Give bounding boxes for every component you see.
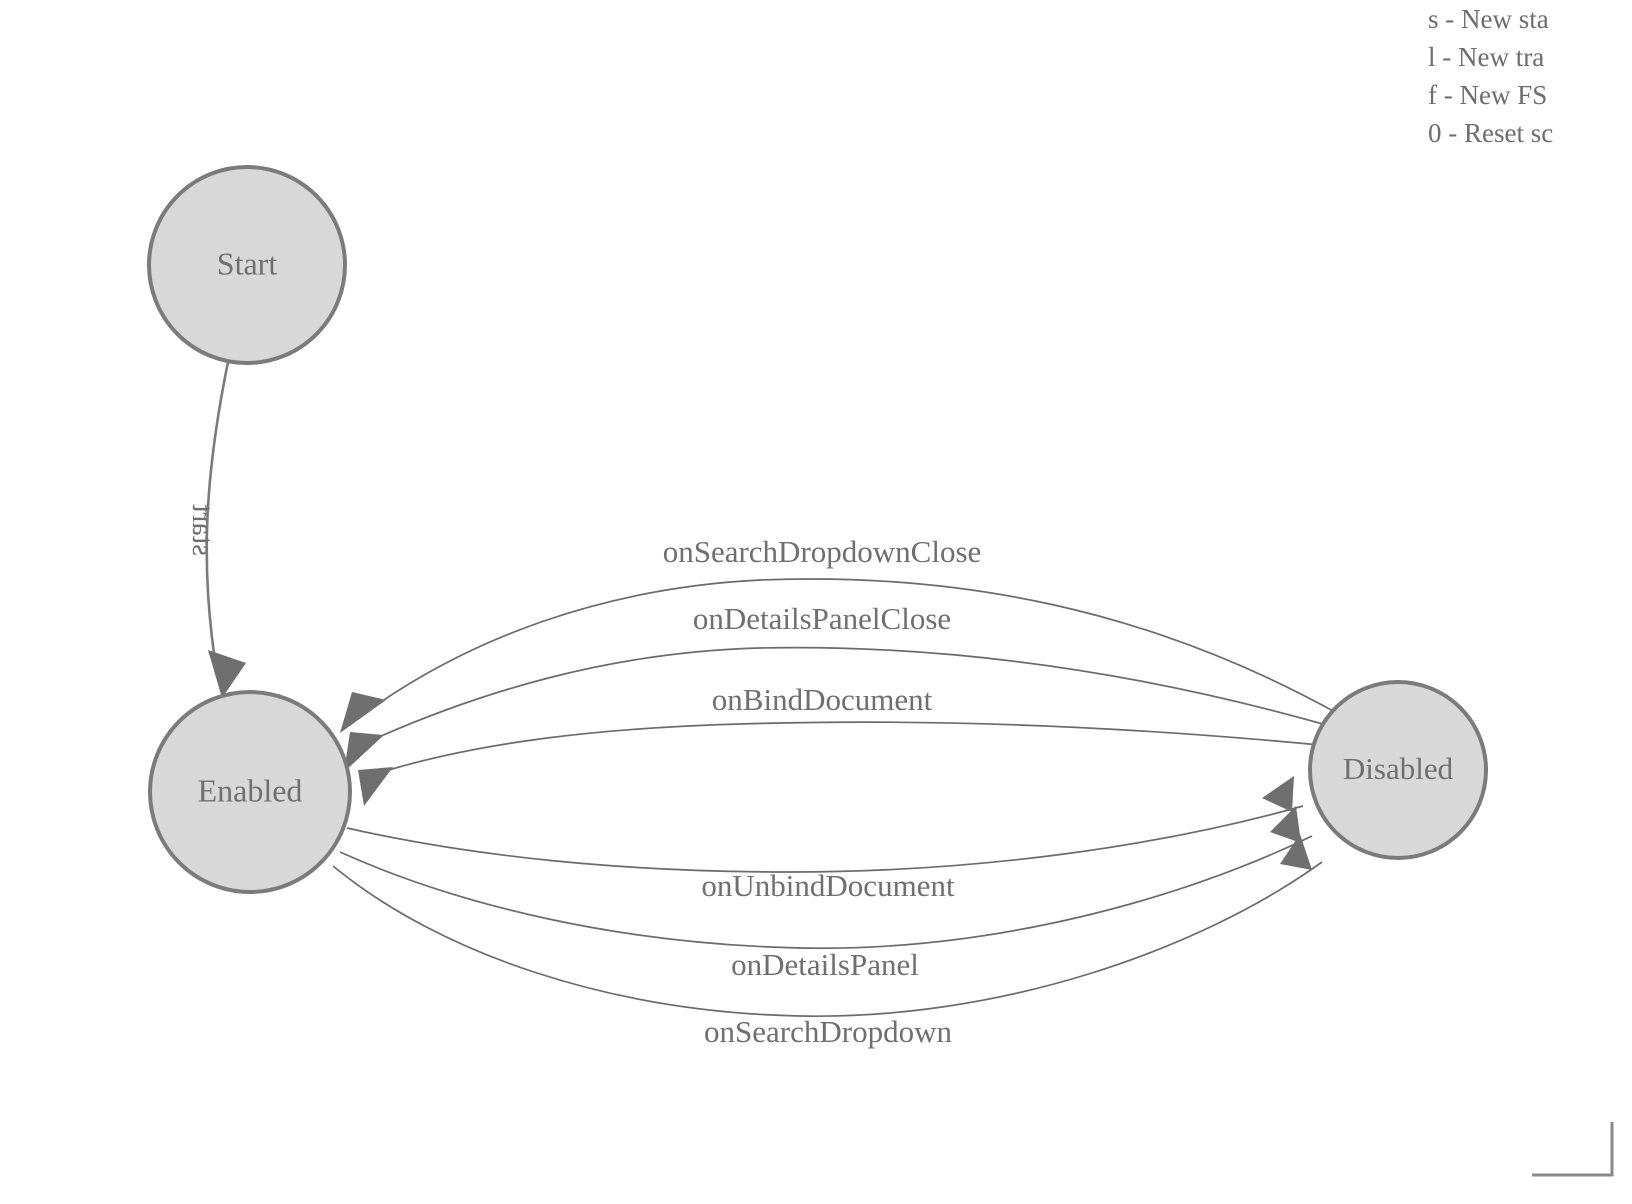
transition-onsearchdropdownclose[interactable]: onSearchDropdownClose (340, 534, 1336, 733)
transition-onunbinddocument-label: onUnbindDocument (701, 868, 955, 903)
state-node-enabled-circle (148, 690, 352, 894)
transition-onsearchdropdown-label: onSearchDropdown (704, 1014, 952, 1049)
transition-ondetailspanel-arrowhead (1270, 806, 1301, 843)
transition-ondetailspanel-label: onDetailsPanel (731, 947, 919, 982)
transition-ondetailspanel[interactable]: onDetailsPanel (339, 806, 1313, 982)
legend-line-reset-scale: 0 - Reset sc (1428, 118, 1554, 148)
transition-ondetailspanelclose-label: onDetailsPanelClose (693, 601, 951, 636)
transition-onunbinddocument[interactable]: onUnbindDocument (346, 776, 1304, 903)
state-node-enabled-label: Enabled (198, 772, 303, 808)
transition-onunbinddocument-path (346, 805, 1304, 873)
transition-onunbinddocument-arrowhead (1262, 776, 1294, 812)
transition-onsearchdropdownclose-arrowhead (340, 692, 386, 733)
state-node-disabled[interactable]: Disabled (1308, 680, 1488, 860)
legend-line-new-fsm: f - New FS (1428, 80, 1548, 110)
transition-start-path (205, 361, 230, 661)
transition-onbinddocument-label: onBindDocument (712, 682, 933, 717)
legend-line-new-state: s - New sta (1428, 4, 1549, 34)
transition-ondetailspanel-path (339, 835, 1313, 950)
legend-line-new-transition: l - New tra (1428, 42, 1545, 72)
transition-onsearchdropdown[interactable]: onSearchDropdown (332, 834, 1323, 1049)
transition-onbinddocument-path (381, 721, 1321, 773)
transition-onsearchdropdown-arrowhead (1280, 834, 1312, 870)
transition-onsearchdropdownclose-label: onSearchDropdownClose (663, 534, 982, 569)
transition-start-label: start (186, 504, 219, 556)
transition-ondetailspanelclose[interactable]: onDetailsPanelClose (344, 601, 1331, 772)
state-node-start-label: Start (217, 245, 278, 281)
state-node-disabled-label: Disabled (1343, 751, 1454, 786)
transition-onsearchdropdown-path (332, 861, 1323, 1017)
state-node-start[interactable]: Start (147, 165, 347, 365)
state-node-enabled[interactable]: Enabled (148, 690, 352, 894)
transition-ondetailspanelclose-path (371, 646, 1331, 741)
corner-bracket (1532, 1122, 1614, 1177)
transition-onsearchdropdownclose-path (374, 578, 1336, 713)
transition-start-arrowhead (208, 650, 246, 698)
state-node-start-circle (147, 165, 347, 365)
transition-ondetailspanelclose-arrowhead (344, 732, 384, 772)
state-node-disabled-circle (1308, 680, 1488, 860)
transition-start[interactable]: start (186, 361, 246, 698)
transition-onbinddocument[interactable]: onBindDocument (358, 682, 1321, 806)
shortcut-legend: s - New sta l - New tra f - New FS 0 - R… (1428, 0, 1632, 152)
transition-onbinddocument-arrowhead (358, 767, 393, 806)
